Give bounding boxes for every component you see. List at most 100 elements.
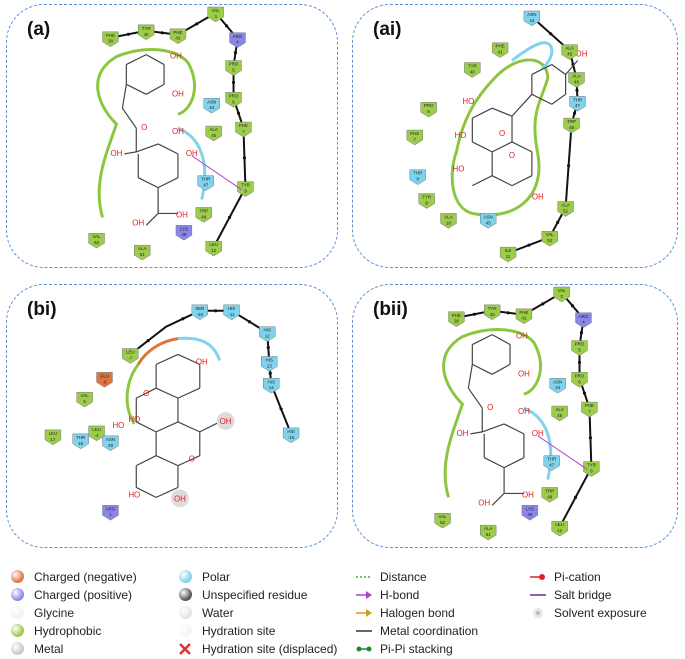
residue-number: 3 (214, 14, 217, 19)
residue-name: PHE (106, 33, 115, 38)
residue-name: ALA (444, 214, 452, 219)
residue-name: TYR (468, 64, 478, 69)
residue-name: ALA (561, 202, 569, 207)
legend-line-icon (530, 570, 546, 584)
residue-number: 40 (144, 32, 149, 37)
residue-marker (76, 391, 93, 408)
residue-number: 12 (265, 334, 270, 339)
backbone-arrow (541, 302, 545, 306)
ligand-bond (155, 387, 179, 399)
ligand-bond (155, 455, 179, 467)
backbone-arrow (266, 345, 270, 350)
residue-marker (491, 42, 509, 58)
ligand-bond (511, 141, 533, 153)
legend-label: Polar (202, 570, 231, 584)
residue-number: 46 (574, 79, 579, 84)
residue-marker (541, 487, 558, 503)
residue-number: 45 (211, 133, 216, 138)
residue-name: TRP (199, 208, 208, 213)
residue-number: 1 (109, 512, 112, 517)
ligand-atom-label: O (189, 455, 195, 464)
residue-name: HIS (228, 306, 235, 311)
residue-marker (195, 207, 212, 223)
residue-name: SER (195, 306, 205, 311)
ligand-atom-label: OH (456, 429, 468, 438)
ligand-bond (491, 175, 513, 187)
ligand-atom-label: OH (532, 193, 544, 202)
residue-marker (259, 326, 276, 342)
residue-name: THR (413, 171, 423, 176)
residue-name: ARG (106, 506, 116, 511)
residue-marker (483, 304, 501, 321)
backbone-arrow (242, 156, 247, 160)
backbone-arrow (549, 32, 553, 36)
ligand-atom-label: HO (462, 97, 474, 106)
backbone-arrow (527, 243, 531, 247)
residue-number: 4 (582, 320, 585, 325)
ligand-atom-label: OH (186, 149, 198, 158)
legend-item: Charged (positive) (10, 588, 132, 602)
residue-ser--10: SER-10 (191, 304, 208, 321)
pocket-polar-curve (177, 126, 207, 200)
residue-number: 47 (549, 463, 554, 468)
residue-number: 8 (417, 177, 420, 182)
legend-swatch-icon (10, 570, 26, 584)
residue-leu--4: LEU-4 (88, 425, 105, 442)
legend-item: Hydration site (displaced) (178, 642, 337, 656)
residue-name: TRP (545, 488, 554, 493)
legend: Charged (negative)Charged (positive)Glyc… (0, 566, 685, 656)
ligand-bond (491, 141, 513, 153)
residue-name: PHE (496, 44, 505, 49)
residue-marker (191, 304, 208, 321)
residue-marker (515, 308, 533, 324)
residue-name: ASN (484, 214, 493, 219)
ligand-bond (177, 353, 201, 365)
residue-marker (543, 455, 560, 471)
panel-ai-label: (ai) (373, 19, 402, 40)
backbone-arrow (570, 304, 575, 308)
residue-marker (122, 348, 139, 364)
residue-number: 7 (242, 129, 245, 134)
residue-marker (72, 433, 89, 450)
residue-name: VAL (439, 514, 448, 519)
legend-item: Unspecified residue (178, 588, 307, 602)
ligand-bond (136, 486, 157, 498)
residue-name: ASN (527, 12, 536, 17)
residue-number: 12 (557, 528, 562, 533)
ligand-atom-label: OH (110, 149, 122, 158)
ligand-atom-label: OH (170, 52, 182, 61)
residue-number: 7 (414, 137, 417, 142)
pocket-hydrophobic-curve (96, 48, 197, 218)
backbone-arrow (579, 331, 584, 335)
residue-marker (563, 117, 580, 134)
ligand-bond (551, 64, 566, 75)
residue-name: PHE (173, 30, 182, 35)
residue-name: PHE (585, 403, 594, 408)
residue-name: PRO (229, 62, 239, 67)
residue-name: VAL (558, 288, 567, 293)
backbone-arrow (472, 312, 476, 316)
residue-marker (44, 429, 62, 446)
backbone-arrow (567, 164, 571, 168)
ligand-atom-label: HO (128, 490, 140, 499)
backbone-arrow (236, 111, 241, 115)
residue-number: 52 (547, 238, 552, 243)
ligand-atom-label: HO (452, 165, 464, 174)
legend-label: Charged (negative) (34, 570, 137, 584)
residue-marker (561, 44, 578, 60)
ligand-atom-label: OH (518, 369, 530, 378)
